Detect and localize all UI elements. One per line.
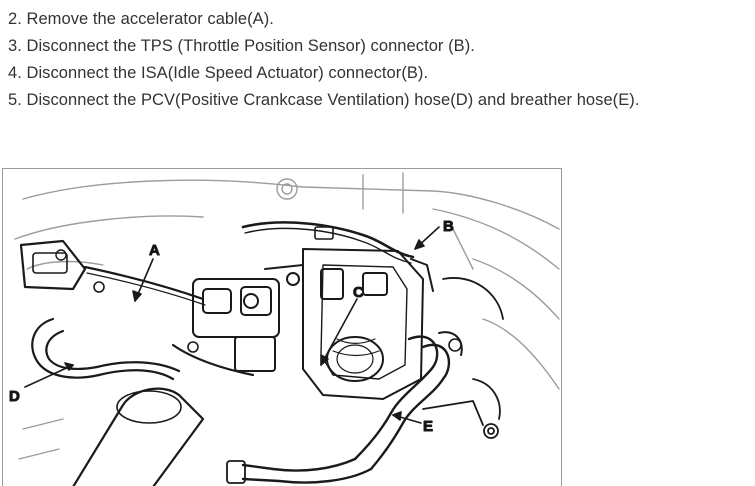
step-disconnect-tps-connector: 3. Disconnect the TPS (Throttle Position… [8,37,475,55]
engine-background-outline [14,172,560,390]
callout-leaders [24,226,440,424]
step-disconnect-pcv-breather-hose: 5. Disconnect the PCV(Positive Crankcase… [8,91,640,109]
breather-hose [226,331,463,484]
step-remove-accelerator-cable: 2. Remove the accelerator cable(A). [8,10,274,28]
callout-label-e: E [423,418,433,435]
right-engine-components [422,228,504,439]
callout-label-b: B [443,218,454,235]
callout-label-a: A [149,242,160,259]
air-intake-tube [18,387,205,486]
engine-line-drawing: A B C D E [9,172,560,486]
step-disconnect-isa-connector: 4. Disconnect the ISA(Idle Speed Actuato… [8,64,429,82]
callout-label-d: D [9,388,20,405]
pcv-hose [31,317,181,381]
tps-wiring-harness [241,221,434,292]
engine-illustration: A B C D E [2,168,562,486]
throttle-body [302,248,424,400]
idle-speed-actuator [192,264,304,372]
accelerator-cable [19,239,255,377]
callout-label-c: C [353,284,364,301]
instruction-steps: 2. Remove the accelerator cable(A). 3. D… [8,6,639,114]
